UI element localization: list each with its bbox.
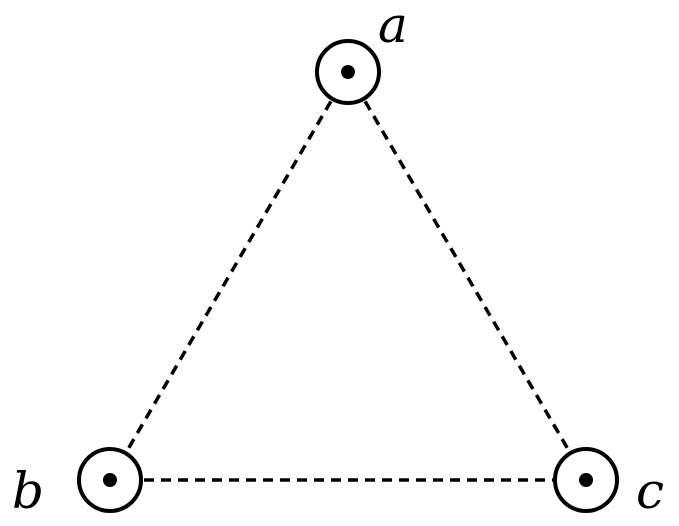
node-c-center-dot [579,473,593,487]
edge-a-c [346,71,588,481]
node-c-label: c [636,462,664,520]
node-b: b [12,447,143,520]
node-a-center-dot [341,65,355,79]
edge-a-b [108,71,350,481]
node-c: c [553,447,664,520]
node-a-label: a [378,0,408,54]
node-a: a [315,0,408,105]
node-b-center-dot [103,473,117,487]
node-b-label: b [12,462,44,520]
